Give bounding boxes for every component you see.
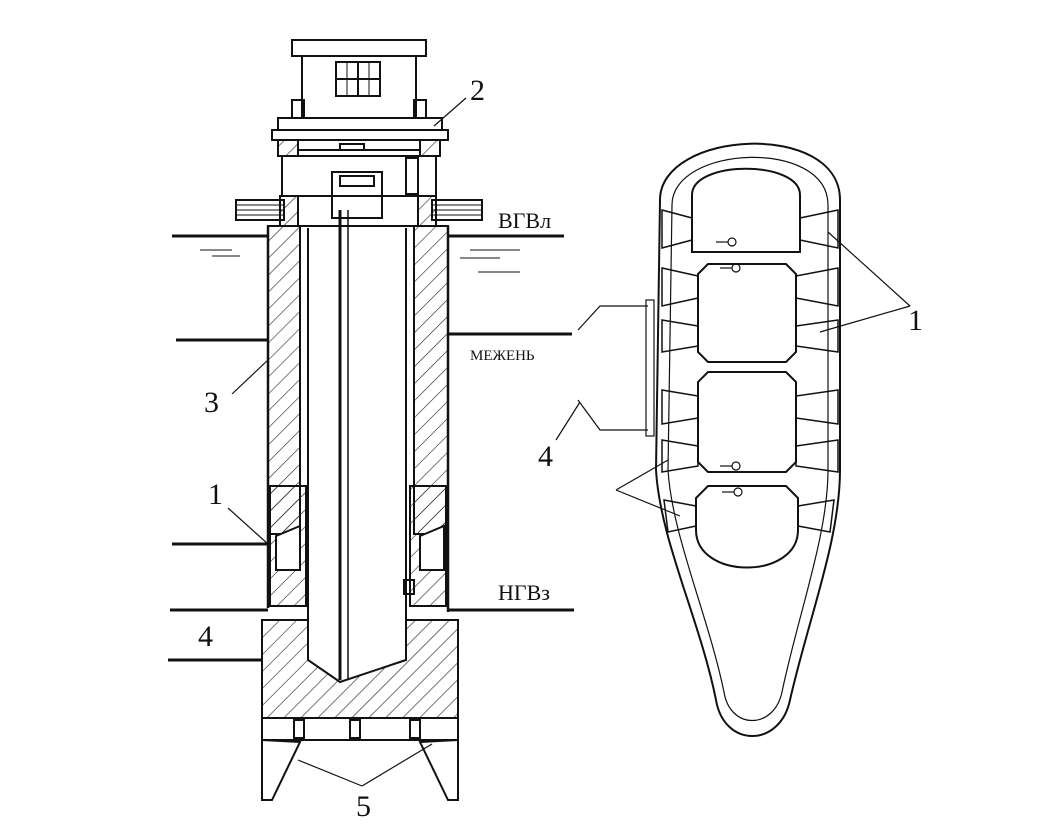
level-label-high-water: ВГВл — [498, 208, 551, 233]
leader-lines-right — [555, 231, 911, 517]
callout-4-right: 4 — [538, 440, 553, 473]
callout-4-left: 4 — [198, 620, 213, 653]
top-cabin — [271, 39, 449, 219]
foundation-plug — [261, 619, 459, 801]
leader-lines — [227, 97, 467, 787]
pier-plan-view — [555, 142, 911, 737]
bracket-4 — [577, 305, 648, 431]
plan-outer-outline — [654, 142, 841, 737]
callout-1-left: 1 — [208, 478, 223, 511]
compartment-4 — [695, 485, 799, 569]
callout-5: 5 — [356, 790, 371, 823]
pier-section-view — [168, 39, 574, 801]
compartment-3 — [697, 371, 797, 473]
level-label-winter-water: НГВз — [498, 580, 550, 605]
valve-symbols — [716, 237, 743, 497]
compartment-2 — [697, 263, 797, 363]
level-lines — [168, 234, 574, 662]
callout-2: 2 — [470, 74, 485, 107]
water-ripples — [200, 249, 520, 273]
callout-1-right: 1 — [908, 304, 923, 337]
compartment-1 — [691, 167, 801, 253]
plan-struts — [661, 209, 839, 533]
plan-inner-outline — [667, 156, 829, 722]
callout-3: 3 — [204, 386, 219, 419]
caisson-walls — [266, 210, 450, 680]
level-label-low-water: МЕЖЕНЬ — [470, 348, 535, 364]
deck-platform — [235, 195, 483, 227]
